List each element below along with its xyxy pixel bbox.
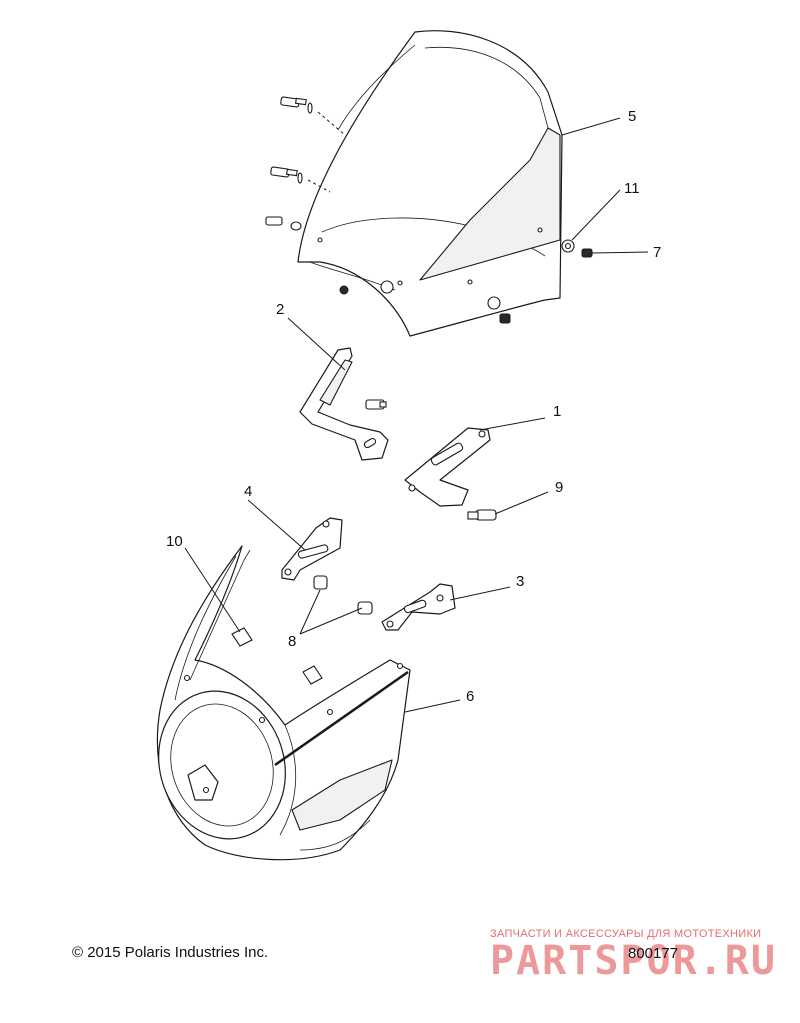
- bracket-right: [404, 427, 497, 521]
- fairing: [156, 545, 411, 861]
- callout-labels: 1 2 3 4 5 6 7 8 9 10 11: [166, 108, 661, 705]
- windshield-left-bolts: [265, 96, 346, 231]
- bracket-fairing-right: [357, 583, 456, 631]
- callout-6: 6: [466, 688, 474, 705]
- windshield: [297, 30, 563, 337]
- copyright-text: © 2015 Polaris Industries Inc.: [72, 944, 269, 961]
- callout-1: 1: [553, 403, 561, 420]
- watermark-tagline: ЗАПЧАСТИ И АКСЕССУАРЫ ДЛЯ МОТОТЕХНИКИ: [490, 928, 762, 940]
- callout-2: 2: [276, 301, 284, 318]
- callout-7: 7: [653, 244, 661, 261]
- callout-9: 9: [555, 479, 563, 496]
- watermark-logo: PARTSPOR.RU: [490, 938, 777, 984]
- callout-3: 3: [516, 573, 524, 590]
- drawing-number: 800177: [628, 945, 679, 962]
- callout-4: 4: [244, 483, 252, 500]
- fairing-nut: [231, 627, 323, 685]
- callout-5: 5: [628, 108, 636, 125]
- leader-lines: [184, 117, 649, 713]
- callout-10: 10: [166, 533, 183, 550]
- windshield-right-hardware: [339, 239, 593, 324]
- callout-8: 8: [288, 633, 296, 650]
- callout-11: 11: [624, 180, 640, 197]
- bracket-fairing-left: [281, 517, 343, 590]
- bracket-left: [299, 347, 389, 461]
